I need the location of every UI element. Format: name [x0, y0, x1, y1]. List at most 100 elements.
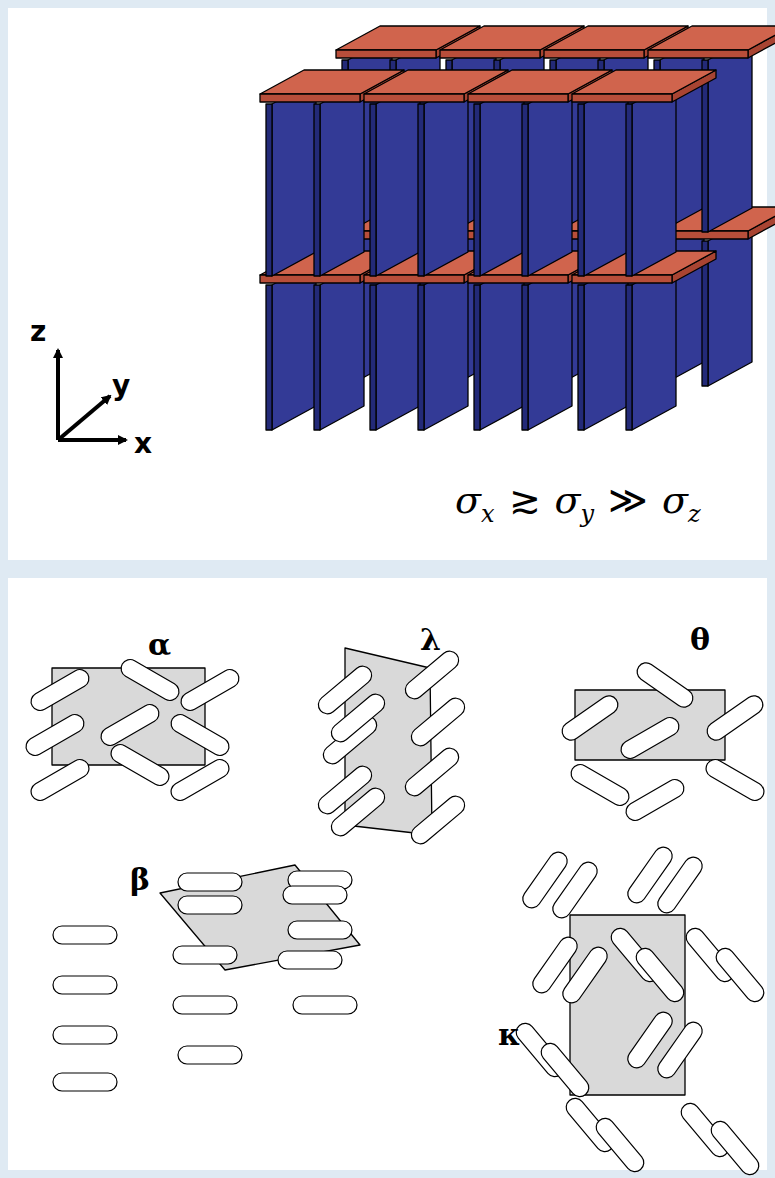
molecule: [559, 692, 622, 743]
conducting-layer: [480, 80, 524, 276]
molecule: [549, 859, 600, 922]
conducting-layer-edge: [370, 104, 376, 276]
conducting-layer: [632, 80, 676, 276]
molecule: [703, 756, 767, 804]
conducting-layer-edge: [522, 285, 528, 430]
conducting-layer-edge: [474, 285, 480, 430]
panel: [8, 578, 767, 1170]
formula-part: ≳: [509, 478, 541, 522]
molecule: [278, 951, 342, 969]
molecule: [328, 691, 389, 746]
phase-label: κ: [498, 1020, 521, 1050]
conducting-layer-edge: [626, 104, 632, 276]
insulating-layer: [572, 70, 716, 94]
molecule: [328, 785, 389, 840]
conducting-layer: [528, 261, 572, 430]
molecule: [623, 776, 687, 824]
molecule: [53, 1026, 117, 1044]
conducting-layer: [376, 261, 420, 430]
conducting-layer: [320, 261, 364, 430]
insulating-layer-edge: [440, 50, 540, 58]
insulating-layer-edge: [336, 50, 436, 58]
insulating-layer-edge: [648, 50, 748, 58]
axis-arrow: [58, 396, 110, 440]
axis-label: y: [112, 372, 130, 400]
conducting-layer: [708, 217, 752, 386]
conducting-layer: [424, 80, 468, 276]
molecule: [28, 666, 92, 714]
panel: [8, 8, 767, 560]
molecule: [98, 701, 162, 749]
conducting-layer: [584, 261, 628, 430]
conducting-layer: [528, 80, 572, 276]
conducting-layer: [376, 80, 420, 276]
molecule: [293, 996, 357, 1014]
phase-label: α: [148, 630, 171, 660]
unit-cell: [160, 865, 360, 970]
molecule: [408, 695, 469, 750]
conducting-layer-edge: [266, 285, 272, 430]
molecule: [168, 756, 232, 804]
conducting-layer-edge: [418, 104, 424, 276]
insulating-layer-edge: [468, 275, 568, 283]
insulating-layer-edge: [260, 94, 360, 102]
phase-label: θ: [690, 625, 710, 655]
conducting-layer-edge: [522, 104, 528, 276]
conducting-layer-edge: [418, 285, 424, 430]
insulating-layer-edge: [468, 94, 568, 102]
molecule: [559, 944, 610, 1007]
conducting-layer: [480, 261, 524, 430]
axis-label: z: [30, 318, 46, 346]
molecule: [178, 896, 242, 914]
molecule: [118, 656, 182, 704]
molecule: [173, 996, 237, 1014]
molecule: [402, 745, 463, 800]
molecule: [23, 711, 87, 759]
insulating-layer-edge: [544, 50, 644, 58]
conducting-layer-edge: [314, 104, 320, 276]
conducting-layer: [320, 80, 364, 276]
molecule: [178, 1046, 242, 1064]
insulating-layer-edge: [260, 275, 360, 283]
molecule: [408, 793, 469, 848]
conducting-layer: [584, 80, 628, 276]
conducting-layer-edge: [474, 104, 480, 276]
molecule: [168, 711, 232, 759]
molecule: [713, 945, 768, 1006]
formula-part: σ: [455, 478, 481, 522]
molecule: [654, 854, 705, 917]
conducting-layer-edge: [314, 285, 320, 430]
molecule: [53, 976, 117, 994]
molecule: [654, 1019, 705, 1082]
molecule: [53, 1073, 117, 1091]
insulating-layer-edge: [572, 94, 672, 102]
formula-part: ≫: [608, 478, 648, 522]
molecule: [108, 741, 172, 789]
axis-label: x: [134, 430, 152, 458]
conducting-layer-edge: [578, 104, 584, 276]
molecule: [568, 761, 632, 809]
formula-part: z: [688, 500, 701, 528]
conducting-layer: [272, 80, 316, 276]
molecule: [708, 1118, 763, 1178]
axis-arrow: [56, 350, 60, 440]
molecule: [618, 714, 682, 762]
conductivity-formula: σx≳σy≫σz: [455, 478, 701, 522]
phase-label: β: [130, 865, 150, 895]
molecule: [704, 692, 767, 743]
molecule: [593, 1115, 648, 1176]
insulating-layer-edge: [572, 275, 672, 283]
phase-label: λ: [420, 625, 441, 655]
conducting-layer: [272, 261, 316, 430]
molecule: [178, 666, 242, 714]
conducting-layer-edge: [370, 285, 376, 430]
molecule: [633, 945, 688, 1006]
conducting-layer: [708, 36, 752, 232]
conducting-layer-edge: [626, 285, 632, 430]
conducting-layer: [632, 261, 676, 430]
formula-part: y: [580, 500, 594, 528]
formula-part: σ: [555, 478, 581, 522]
molecule: [634, 659, 697, 710]
insulating-layer-edge: [364, 275, 464, 283]
